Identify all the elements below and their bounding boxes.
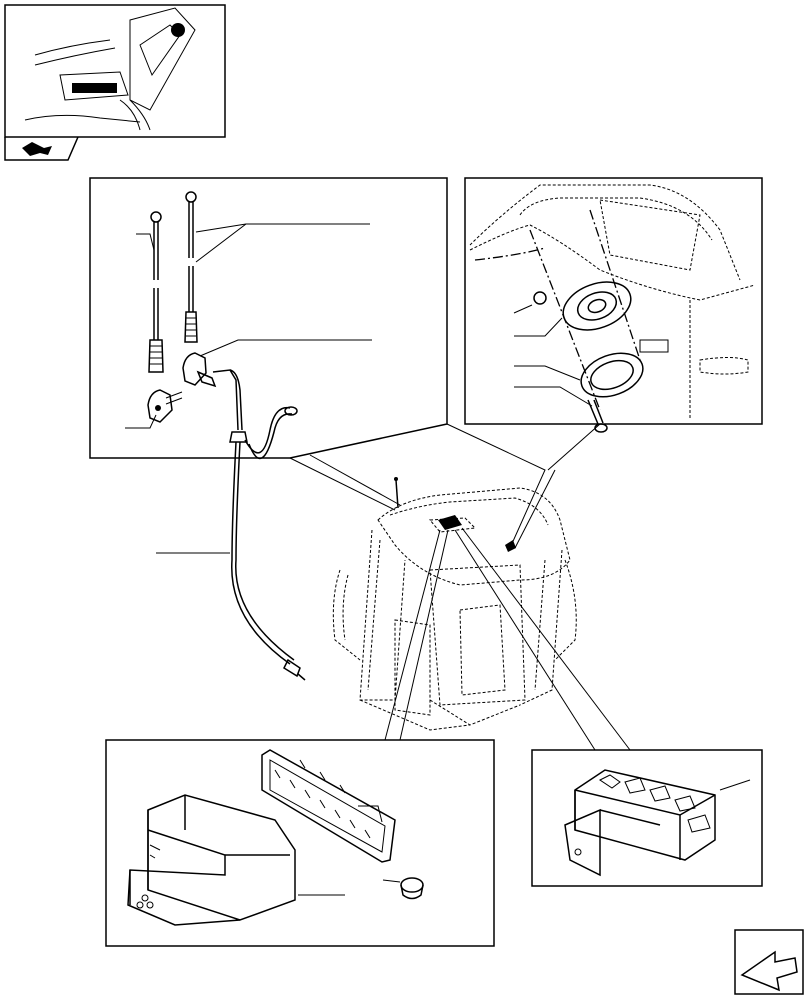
radio-detail-box (105, 739, 495, 947)
thumbnail-frame (4, 4, 226, 161)
speaker-detail-box (464, 177, 763, 433)
book-arrow-icon[interactable] (22, 142, 52, 156)
next-page-arrow-icon[interactable] (734, 929, 804, 995)
dummy-detail-box (531, 749, 763, 887)
cab-drawing (289, 423, 631, 751)
antenna-detail-box (89, 177, 448, 681)
